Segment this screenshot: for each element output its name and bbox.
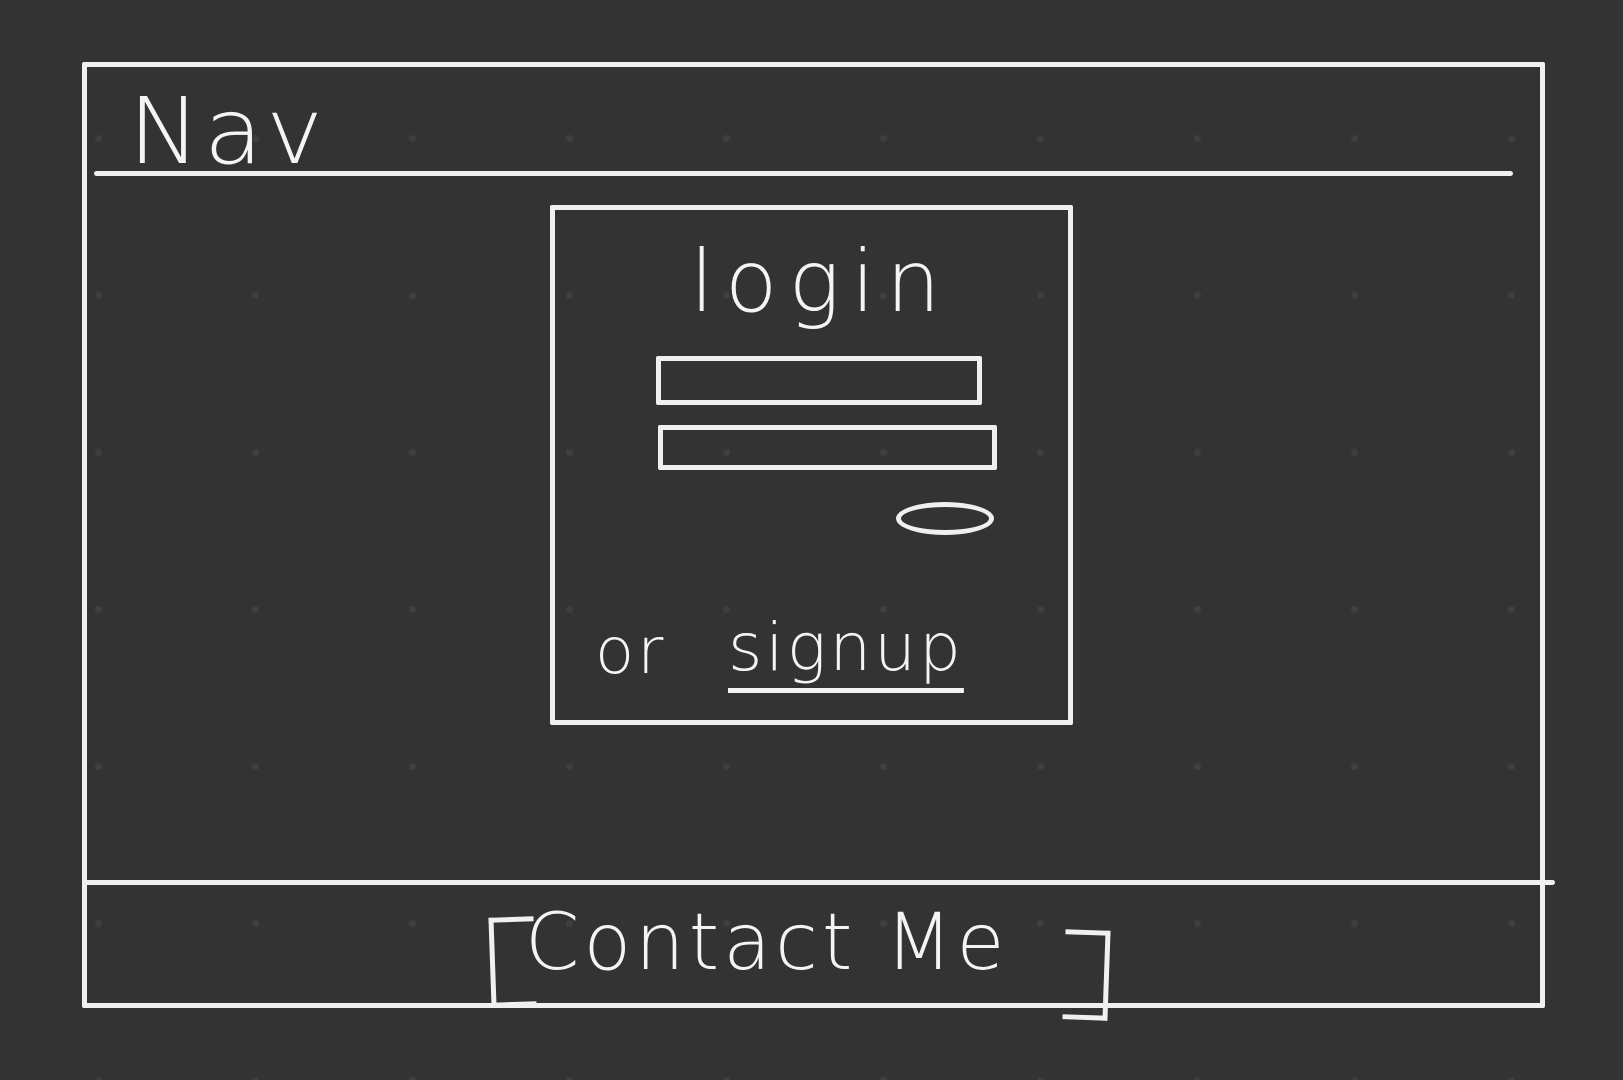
login-title: login [690, 232, 952, 332]
contact-right-bracket [1062, 929, 1111, 1021]
password-input[interactable] [658, 425, 997, 470]
signup-link[interactable]: signup [728, 609, 964, 686]
nav-divider [94, 171, 1513, 176]
login-card [550, 205, 1073, 725]
login-button[interactable] [896, 502, 994, 535]
page-frame [82, 62, 1545, 1008]
contact-label[interactable]: Contact Me [525, 898, 1009, 988]
username-input[interactable] [656, 356, 982, 405]
footer-divider [82, 880, 1555, 885]
or-text: or [595, 615, 667, 689]
nav-label: Nav [128, 78, 327, 185]
